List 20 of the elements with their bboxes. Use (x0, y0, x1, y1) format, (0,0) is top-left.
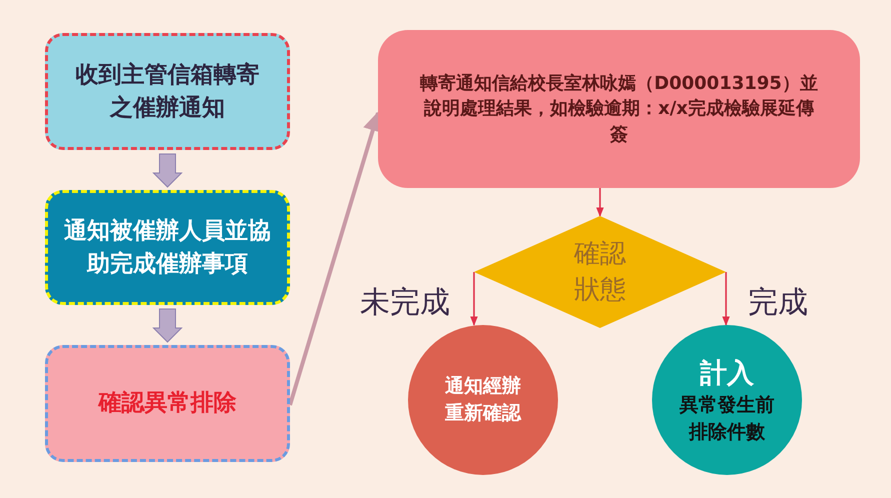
node-text: 確認異常排除 (98, 389, 236, 418)
node-text: 異常發生前排除件數 (678, 393, 776, 445)
edge-label: 未完成 (360, 284, 450, 322)
arrow (596, 188, 604, 217)
block-arrow (152, 308, 183, 343)
node-text: 通知被催辦人員並協助完成催辦事項 (63, 217, 272, 278)
node-text: 通知經辦重新確認 (444, 374, 522, 426)
node-text: 確認狀態 (573, 238, 627, 307)
block-arrow (152, 154, 183, 188)
decision-diamond (474, 216, 726, 328)
process-box (378, 30, 860, 188)
circle-heading: 計入 (700, 356, 754, 390)
process-box (45, 190, 290, 305)
process-box (45, 345, 290, 462)
process-box (45, 33, 290, 150)
edge-label: 完成 (748, 284, 808, 322)
arrow (722, 272, 730, 326)
node-text: 轉寄通知信給校長室林咏嫣（D000013195）並說明處理結果，如檢驗逾期：x/x完成檢驗展延傳簽 (419, 72, 819, 147)
arrow (470, 272, 478, 326)
node-text: 收到主管信箱轉寄之催辦通知 (74, 61, 260, 122)
